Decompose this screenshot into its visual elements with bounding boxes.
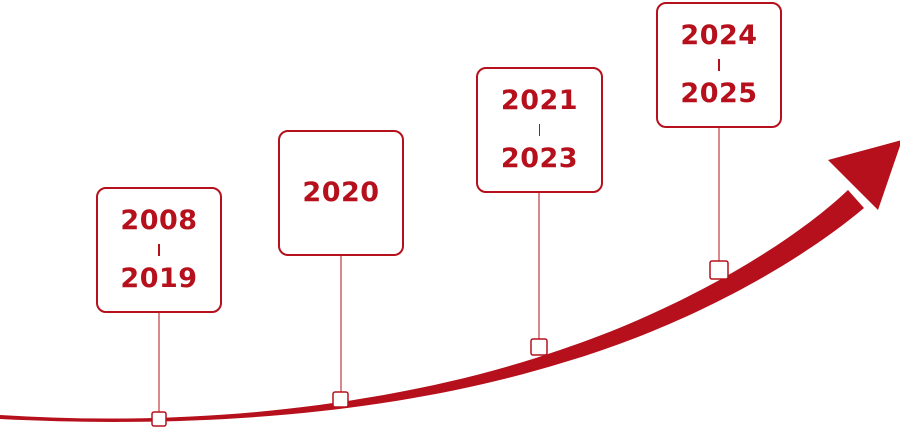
milestone-start-year: 2024: [680, 20, 758, 51]
milestone-start-year: 2008: [120, 205, 198, 236]
milestone-card-2008-2019: 2008 2019: [96, 187, 222, 313]
timeline-marker-2020: [332, 391, 349, 408]
milestone-end-year: 2019: [120, 263, 198, 294]
milestone-start-year: 2021: [500, 85, 579, 116]
milestone-end-year: 2023: [500, 143, 579, 174]
milestone-start-year: 2020: [302, 177, 380, 208]
timeline-marker-2024-2025: [709, 260, 729, 280]
timeline-marker-2021-2023: [530, 338, 548, 356]
year-separator: [538, 124, 541, 136]
milestone-card-2020: 2020: [278, 130, 404, 256]
milestone-card-2024-2025: 2024 2025: [656, 2, 782, 128]
timeline-marker-2008-2019: [151, 411, 167, 427]
year-separator: [718, 59, 720, 71]
milestone-card-2021-2023: 2021 2023: [476, 67, 603, 193]
growth-arrowhead: [828, 140, 900, 210]
year-separator: [158, 244, 160, 256]
growth-arrow-body: [0, 190, 864, 422]
milestone-end-year: 2025: [680, 78, 758, 109]
